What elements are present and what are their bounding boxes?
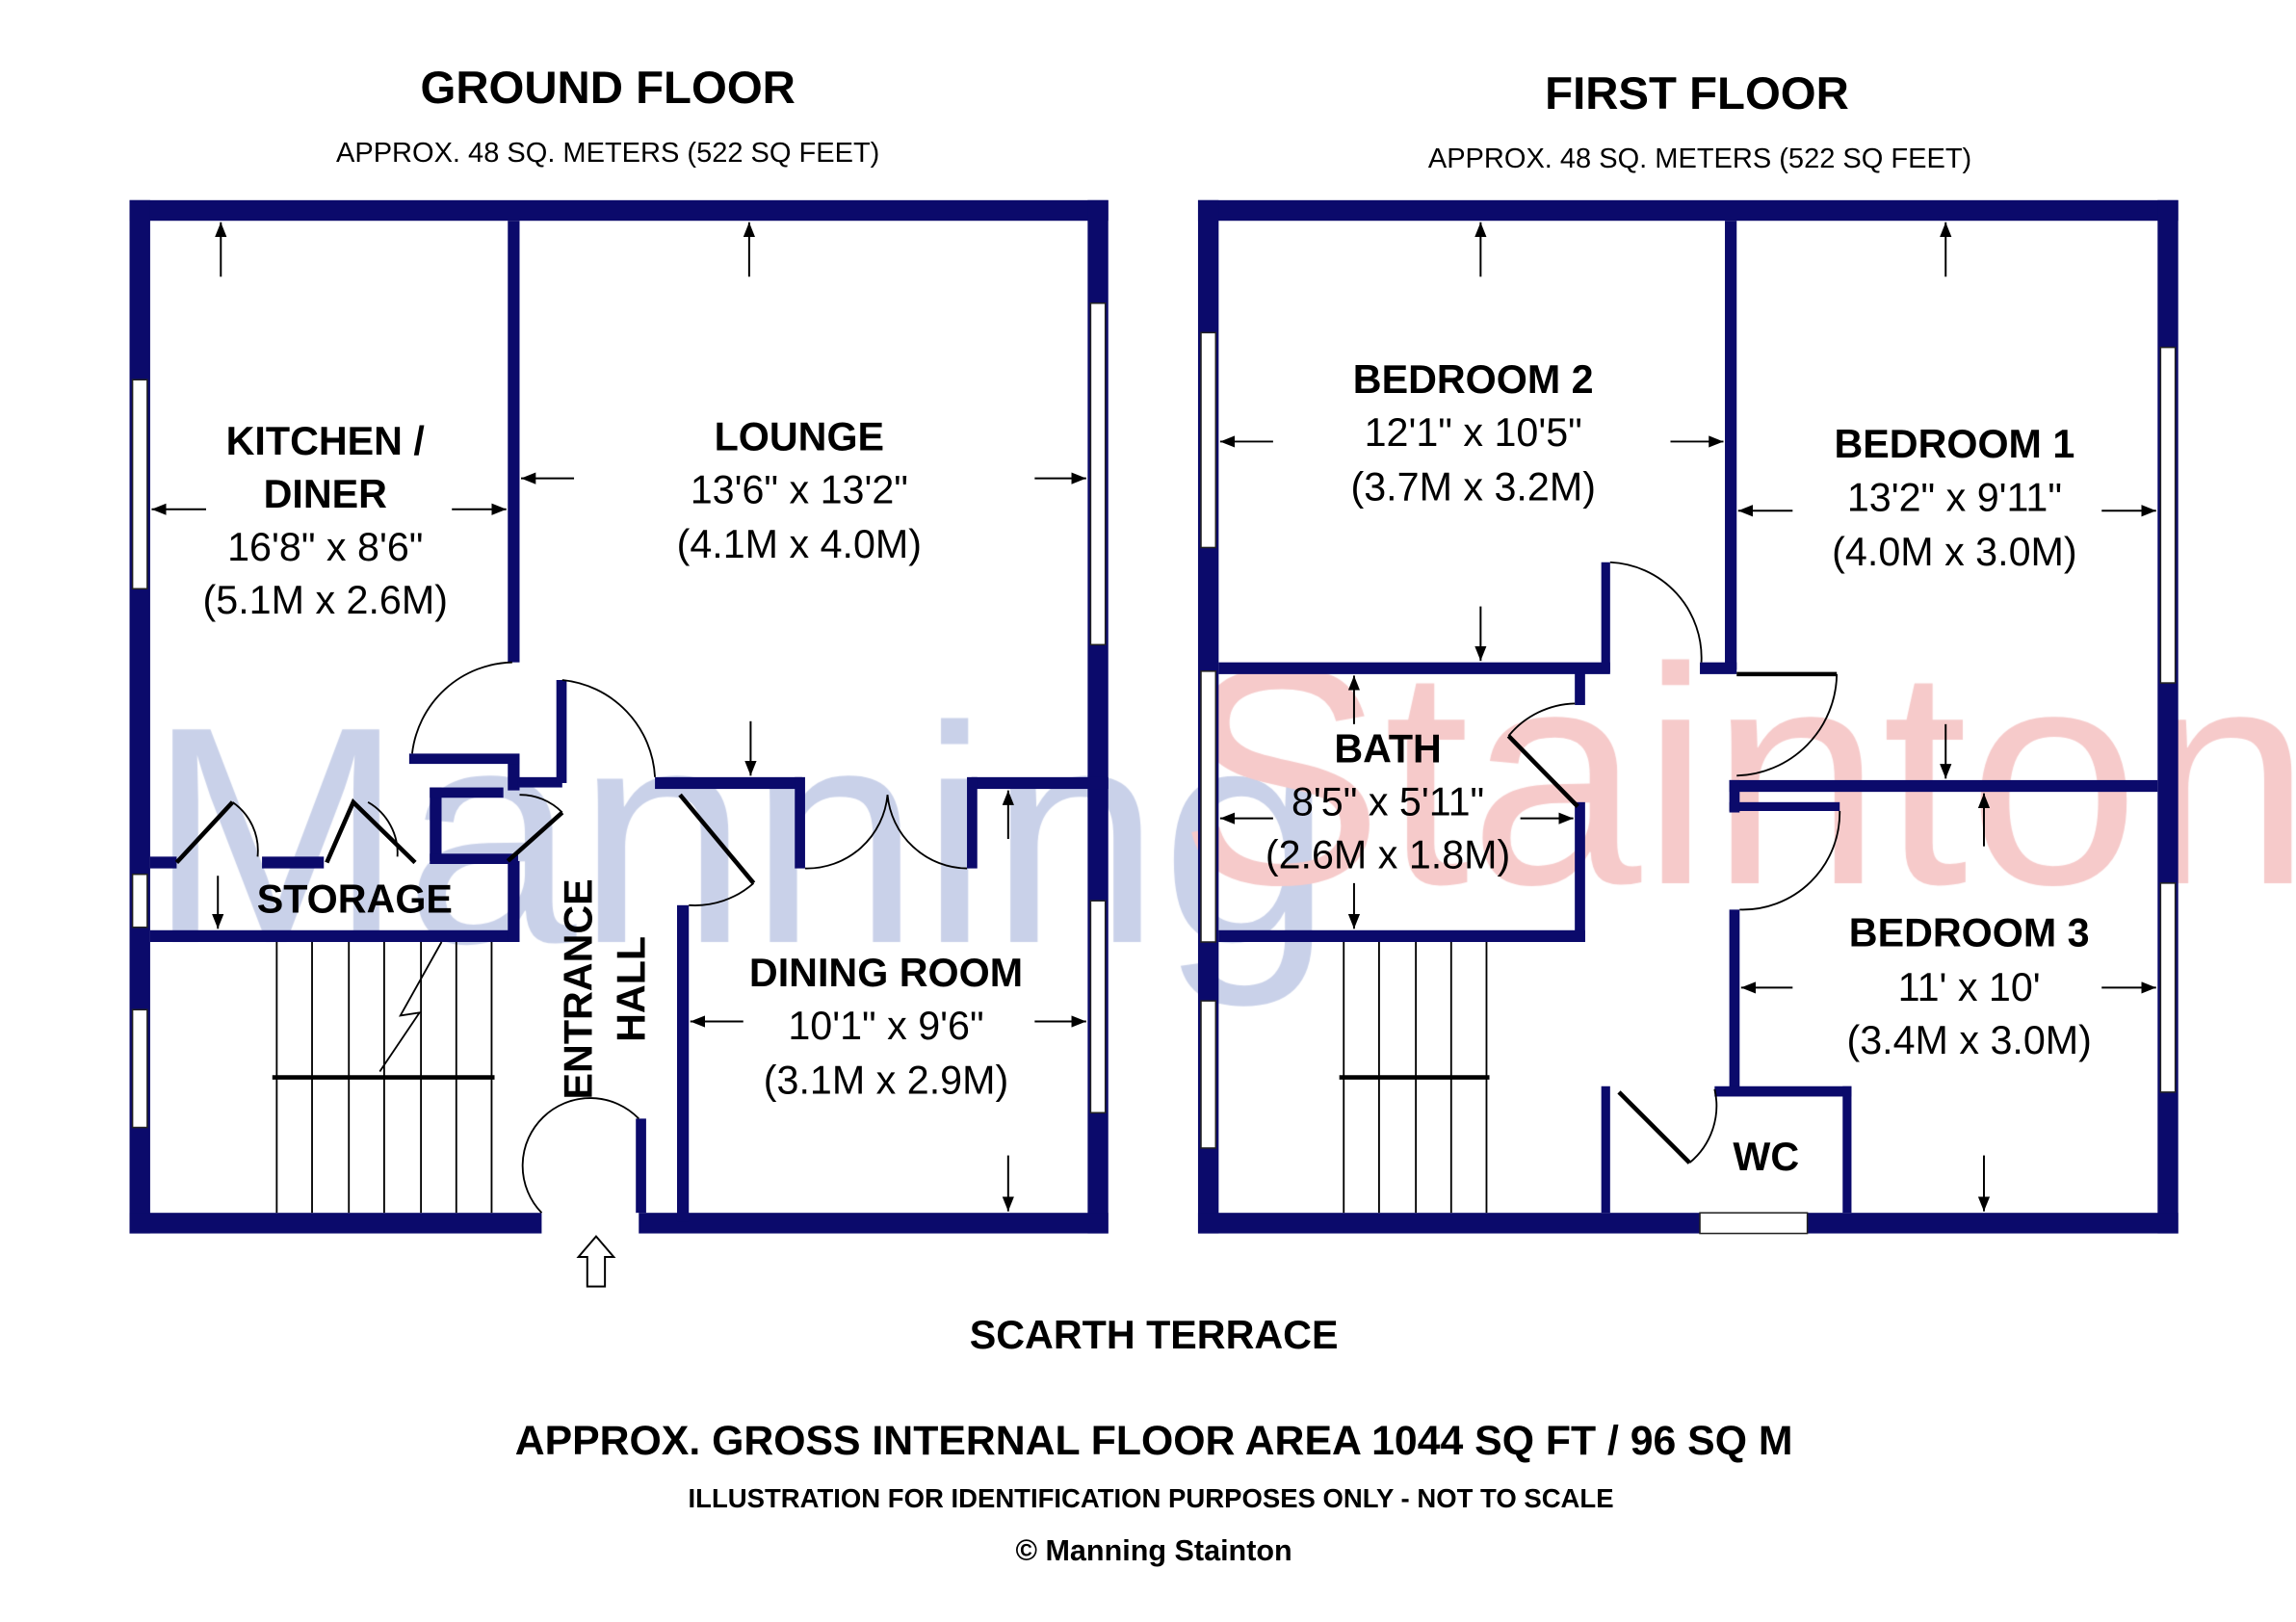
svg-text:BEDROOM 1: BEDROOM 1 [1835, 422, 2075, 466]
svg-text:12'1" x 10'5": 12'1" x 10'5" [1365, 410, 1582, 455]
room-bedroom-3: BEDROOM 3 11' x 10' (3.4M x 3.0M) [1846, 911, 2091, 1063]
first-floor-walls [1197, 199, 2179, 1235]
svg-text:BEDROOM 3: BEDROOM 3 [1849, 911, 2090, 955]
svg-text:BATH: BATH [1334, 727, 1442, 772]
ground-floor-area: APPROX. 48 SQ. METERS (522 SQ FEET) [336, 138, 879, 169]
svg-text:16'8" x 8'6": 16'8" x 8'6" [227, 525, 423, 569]
room-lounge: LOUNGE 13'6" x 13'2" (4.1M x 4.0M) [677, 415, 922, 567]
svg-text:KITCHEN /: KITCHEN / [226, 419, 426, 463]
room-bedroom-2: BEDROOM 2 12'1" x 10'5" (3.7M x 3.2M) [1350, 357, 1595, 510]
ground-floor-title: GROUND FLOOR [420, 63, 795, 114]
svg-text:(3.1M x 2.9M): (3.1M x 2.9M) [764, 1058, 1008, 1102]
svg-text:(3.4M x 3.0M): (3.4M x 3.0M) [1846, 1018, 2091, 1062]
room-bath: BATH 8'5" x 5'11" (2.6M x 1.8M) [1265, 727, 1510, 877]
room-bedroom-1: BEDROOM 1 13'2" x 9'11" (4.0M x 3.0M) [1832, 422, 2076, 574]
gross-area: APPROX. GROSS INTERNAL FLOOR AREA 1044 S… [515, 1418, 1793, 1464]
first-floor-title: FIRST FLOOR [1545, 68, 1849, 119]
svg-text:(4.0M x 3.0M): (4.0M x 3.0M) [1832, 530, 2076, 574]
svg-text:11' x 10': 11' x 10' [1898, 965, 2041, 1009]
svg-text:BEDROOM 2: BEDROOM 2 [1353, 357, 1594, 402]
ground-floor-dimension-arrows [151, 222, 1086, 1212]
svg-text:ENTRANCE: ENTRANCE [556, 878, 600, 1099]
copyright: © Manning Stainton [1016, 1534, 1292, 1567]
street-name: SCARTH TERRACE [970, 1313, 1339, 1357]
svg-text:13'2" x 9'11": 13'2" x 9'11" [1847, 475, 2062, 519]
room-entrance-hall: ENTRANCE HALL [556, 878, 653, 1099]
svg-text:(3.7M x 3.2M): (3.7M x 3.2M) [1350, 465, 1595, 510]
svg-text:(2.6M x 1.8M): (2.6M x 1.8M) [1265, 833, 1510, 877]
room-wc: WC [1733, 1135, 1799, 1179]
first-floor-area: APPROX. 48 SQ. METERS (522 SQ FEET) [1428, 144, 1971, 174]
svg-text:HALL: HALL [609, 936, 653, 1042]
room-storage: STORAGE [257, 876, 453, 921]
ground-floor-walls [129, 199, 1109, 1234]
svg-text:DINER: DINER [264, 472, 387, 516]
svg-text:(5.1M x 2.6M): (5.1M x 2.6M) [203, 578, 448, 622]
svg-text:LOUNGE: LOUNGE [715, 415, 884, 459]
disclaimer: ILLUSTRATION FOR IDENTIFICATION PURPOSES… [689, 1483, 1614, 1513]
entrance-arrow-icon [576, 1235, 616, 1288]
svg-text:(4.1M x 4.0M): (4.1M x 4.0M) [677, 522, 922, 566]
svg-text:DINING ROOM: DINING ROOM [749, 951, 1023, 995]
svg-text:10'1" x 9'6": 10'1" x 9'6" [788, 1004, 983, 1048]
first-floor-dimension-arrows [1219, 222, 2156, 1212]
room-dining-room: DINING ROOM 10'1" x 9'6" (3.1M x 2.9M) [749, 951, 1023, 1103]
svg-text:13'6" x 13'2": 13'6" x 13'2" [691, 468, 908, 512]
svg-text:8'5" x 5'11": 8'5" x 5'11" [1292, 780, 1484, 824]
room-kitchen-diner: KITCHEN / DINER 16'8" x 8'6" (5.1M x 2.6… [203, 419, 448, 622]
